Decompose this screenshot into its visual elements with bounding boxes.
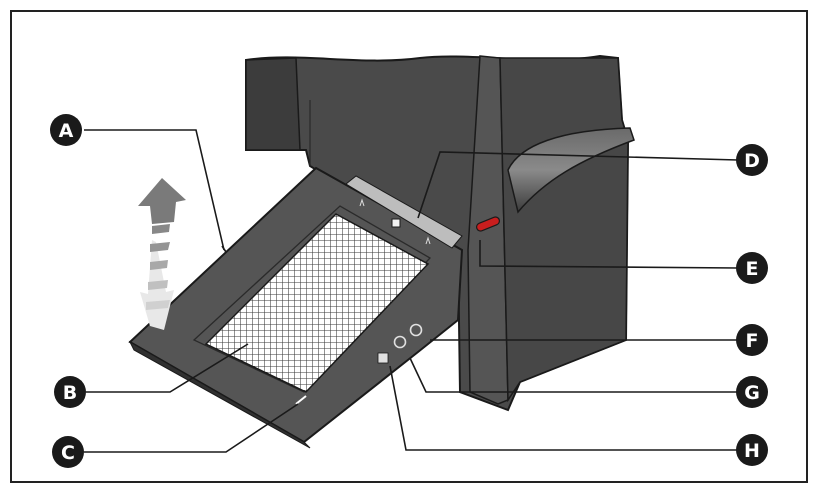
leader-a	[84, 129, 225, 251]
leader-e	[479, 240, 739, 269]
callout-d: D	[736, 144, 768, 176]
callout-f: F	[736, 324, 768, 356]
leader-c	[84, 403, 299, 453]
leader-g	[409, 357, 738, 393]
callout-a-label: A	[59, 120, 74, 142]
callout-g: G	[736, 376, 768, 408]
callout-c-label: C	[61, 442, 75, 464]
callout-b: B	[54, 376, 86, 408]
callout-g-label: G	[744, 382, 760, 404]
callout-a: A	[50, 114, 82, 146]
leader-a-tip	[221, 245, 227, 253]
callout-e-label: E	[746, 258, 759, 280]
callout-c: C	[52, 436, 84, 468]
status-led	[475, 216, 501, 232]
diagram-border	[10, 10, 808, 483]
callout-h-label: H	[744, 440, 760, 462]
tray	[128, 166, 464, 449]
callout-e: E	[736, 252, 768, 284]
leader-b	[86, 343, 249, 393]
callout-d-label: D	[744, 150, 760, 172]
callout-h: H	[736, 434, 768, 466]
leader-h	[389, 365, 738, 451]
callout-f-label: F	[746, 330, 759, 352]
lift-arrow	[138, 178, 186, 330]
callout-b-label: B	[63, 382, 77, 404]
leader-d	[417, 151, 739, 219]
